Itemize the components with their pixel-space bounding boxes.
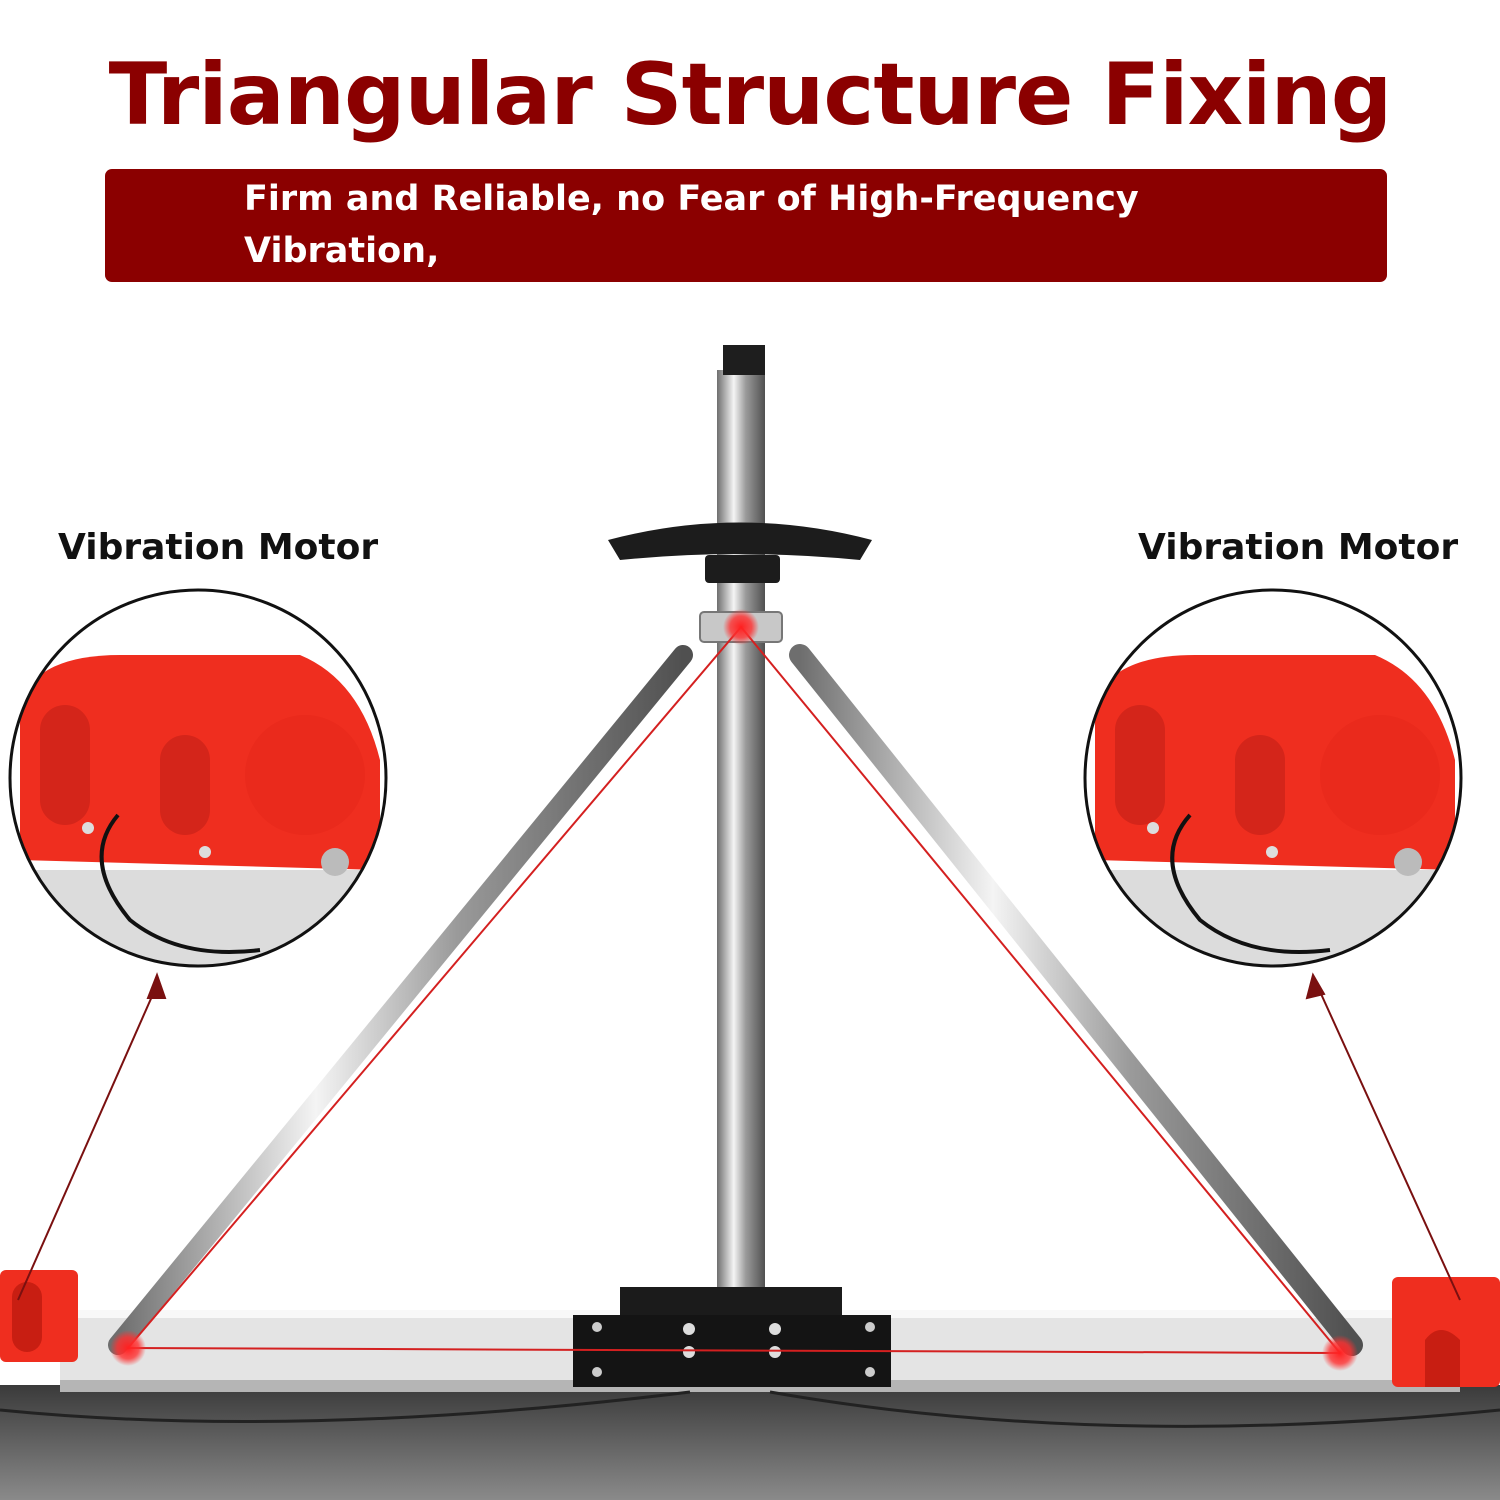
banner-line-1: Firm and Reliable, no Fear of High-Frequ… — [244, 179, 1139, 271]
right-brace — [789, 644, 1363, 1356]
subtitle-banner: Firm and Reliable, no Fear of High-Frequ… — [105, 169, 1387, 323]
magnifier-left — [10, 590, 386, 966]
magnifier-right — [1085, 590, 1461, 966]
base-plate — [573, 1287, 891, 1387]
t-handle-icon — [608, 522, 872, 583]
banner-line-2: Easy Leveling — [244, 283, 514, 323]
vibration-motor-label-right: Vibration Motor — [1138, 527, 1459, 568]
banner-text: Firm and Reliable, no Fear of High-Frequ… — [244, 173, 1344, 329]
vibration-motor-icon — [0, 1270, 1500, 1387]
left-brace — [108, 645, 693, 1355]
vibration-motor-label-left: Vibration Motor — [58, 527, 379, 568]
page-title: Triangular Structure Fixing — [108, 45, 1393, 145]
floor — [0, 1385, 1500, 1500]
vertical-pole — [717, 370, 765, 1315]
